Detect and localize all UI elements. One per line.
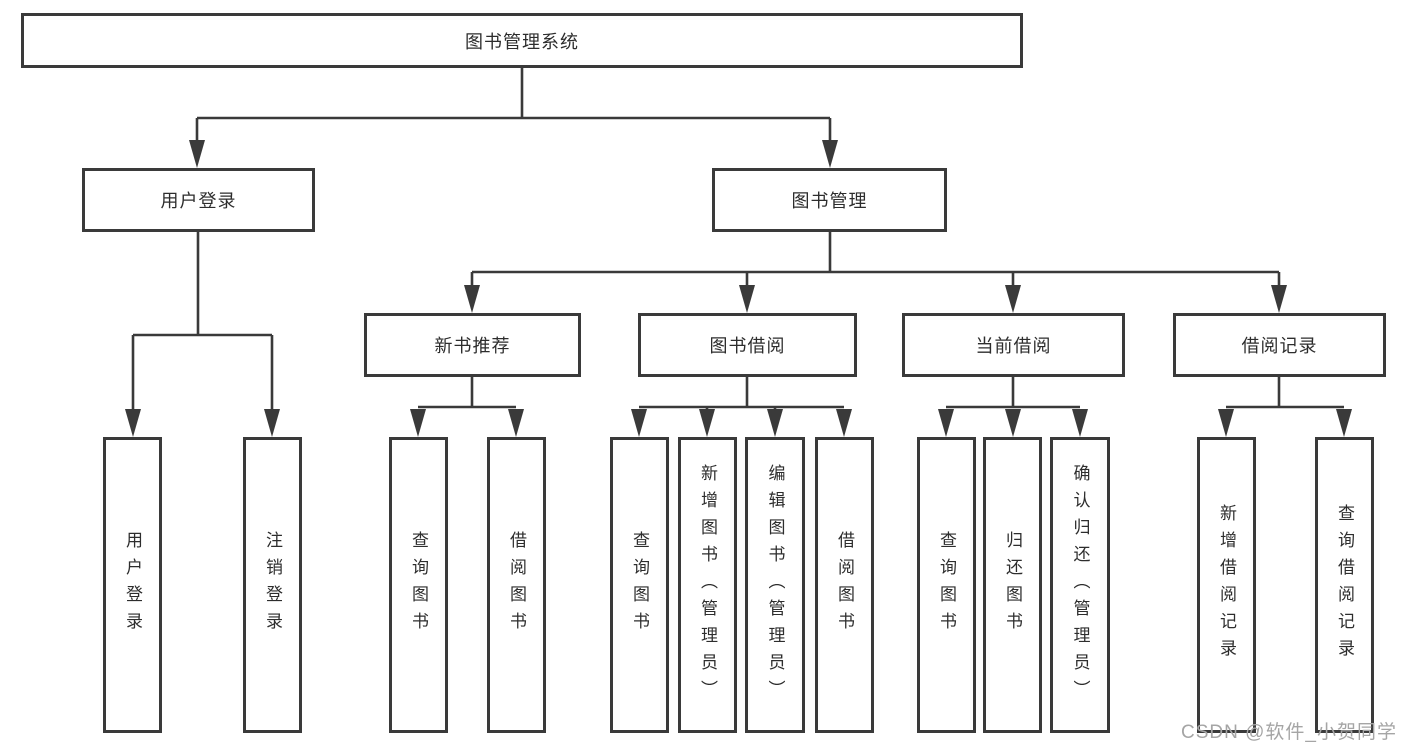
node-label: 查询图书 bbox=[409, 531, 428, 639]
node-label: 图书管理系统 bbox=[465, 31, 579, 52]
leaf-return-book: 归还图书 bbox=[983, 437, 1042, 733]
leaf-query-books-borrowing: 查询图书 bbox=[610, 437, 669, 733]
leaf-user-login: 用户登录 bbox=[103, 437, 162, 733]
leaf-query-borrow-record: 查询借阅记录 bbox=[1315, 437, 1374, 733]
node-label: 编辑图书（管理员） bbox=[765, 463, 785, 707]
node-label: 借阅图书 bbox=[507, 531, 526, 639]
node-user-login: 用户登录 bbox=[82, 168, 315, 232]
leaf-logout: 注销登录 bbox=[243, 437, 302, 733]
leaf-borrow-books-recommend: 借阅图书 bbox=[487, 437, 546, 733]
leaf-confirm-return-admin: 确认归还（管理员） bbox=[1050, 437, 1110, 733]
node-label: 查询借阅记录 bbox=[1335, 504, 1354, 666]
node-label: 借阅记录 bbox=[1241, 336, 1318, 356]
node-label: 查询图书 bbox=[630, 531, 649, 639]
node-new-book-recommendation: 新书推荐 bbox=[364, 313, 581, 377]
node-label: 新增借阅记录 bbox=[1217, 504, 1236, 666]
node-label: 新增图书（管理员） bbox=[698, 463, 717, 707]
node-label: 新书推荐 bbox=[434, 336, 511, 356]
node-system-root: 图书管理系统 bbox=[21, 13, 1023, 68]
node-label: 确认归还（管理员） bbox=[1070, 463, 1090, 707]
node-borrowing-records: 借阅记录 bbox=[1173, 313, 1386, 377]
leaf-query-books-recommend: 查询图书 bbox=[389, 437, 448, 733]
node-label: 查询图书 bbox=[937, 531, 956, 639]
leaf-edit-book-admin: 编辑图书（管理员） bbox=[745, 437, 805, 733]
node-book-borrowing: 图书借阅 bbox=[638, 313, 857, 377]
node-book-management: 图书管理 bbox=[712, 168, 947, 232]
arrowheads bbox=[125, 140, 1352, 437]
csdn-watermark: CSDN @软件_小贺同学 bbox=[1181, 722, 1397, 743]
node-label: 注销登录 bbox=[263, 531, 282, 639]
node-label: 图书借阅 bbox=[709, 336, 786, 356]
leaf-add-borrow-record: 新增借阅记录 bbox=[1197, 437, 1256, 733]
node-label: 借阅图书 bbox=[835, 531, 854, 639]
leaf-query-books-current: 查询图书 bbox=[917, 437, 976, 733]
node-label: 图书管理 bbox=[791, 191, 868, 211]
node-label: 用户登录 bbox=[160, 191, 237, 211]
node-label: 归还图书 bbox=[1003, 531, 1022, 639]
leaf-borrow-books-borrowing: 借阅图书 bbox=[815, 437, 874, 733]
node-label: 当前借阅 bbox=[975, 336, 1052, 356]
leaf-add-book-admin: 新增图书（管理员） bbox=[678, 437, 737, 733]
node-label: 用户登录 bbox=[123, 531, 142, 639]
node-current-borrowing: 当前借阅 bbox=[902, 313, 1125, 377]
